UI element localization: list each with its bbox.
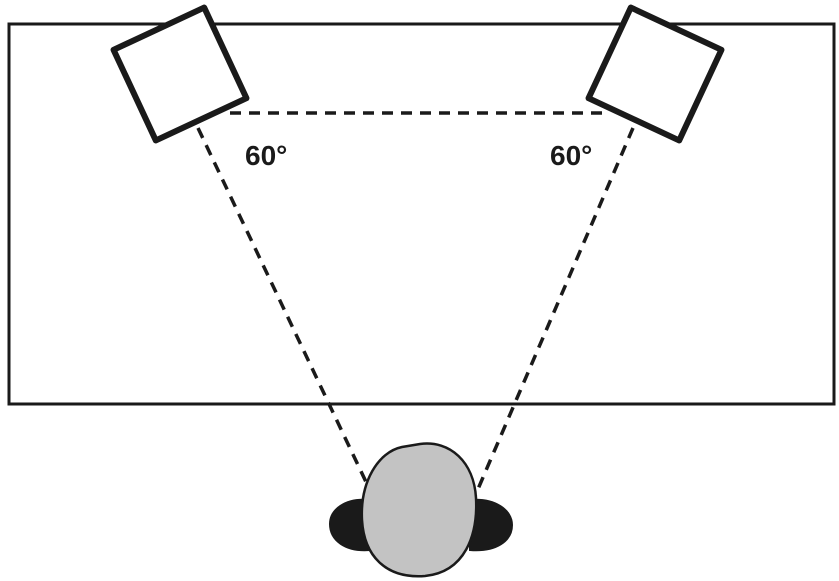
right-angle-label: 60° bbox=[550, 140, 592, 171]
left-speaker bbox=[110, 4, 250, 144]
left-angle-label: 60° bbox=[245, 140, 287, 171]
head bbox=[360, 442, 478, 578]
listener-head bbox=[328, 442, 514, 578]
right-sightline-dashed-line bbox=[473, 127, 635, 497]
right-speaker bbox=[585, 4, 725, 144]
left-ear bbox=[328, 498, 372, 552]
left-sightline-dashed-line bbox=[196, 127, 369, 485]
right-ear bbox=[469, 498, 514, 552]
